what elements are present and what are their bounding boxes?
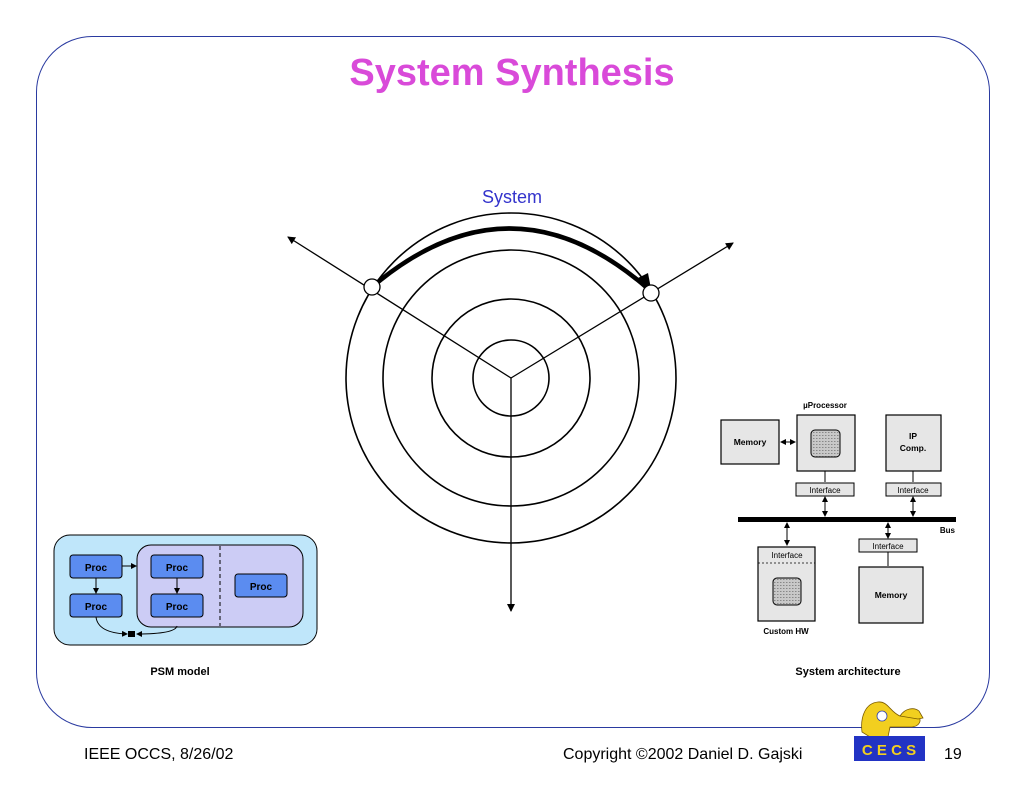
custom-hw-chip-icon <box>772 577 802 606</box>
ip-comp-label-1: IP <box>909 431 917 441</box>
memory-label-bottom: Memory <box>875 590 908 600</box>
memory-block-bottom <box>858 566 924 624</box>
memory-label-top: Memory <box>734 437 767 447</box>
mascot-body <box>861 701 921 738</box>
custom-hw-interface-label: Interface <box>771 551 803 560</box>
psm-model: Proc Proc Proc Proc Proc PSM model <box>53 534 318 678</box>
system-arc-label: System <box>482 187 542 207</box>
y-chart: System <box>287 187 734 612</box>
footer-conference: IEEE OCCS, 8/26/02 <box>84 746 234 763</box>
ip-comp-label-2: Comp. <box>900 443 926 453</box>
processor-label: µProcessor <box>803 401 847 410</box>
axis-structural <box>510 242 734 379</box>
proc-label-5: Proc <box>250 582 273 593</box>
ip-comp-block <box>885 414 942 472</box>
bus-label: Bus <box>940 526 956 535</box>
psm-arrow-5 <box>136 625 178 637</box>
system-architecture: Memory µProcessor Interface IP Comp. Int… <box>720 401 956 678</box>
psm-caption: PSM model <box>150 666 209 678</box>
processor-chip-icon <box>810 429 841 458</box>
proc-label-2: Proc <box>85 602 108 613</box>
cecs-logo: C E C S <box>854 701 925 761</box>
ip-interface-label: Interface <box>897 486 929 495</box>
axis-behavioral <box>287 236 512 379</box>
proc-label-4: Proc <box>166 602 189 613</box>
proc-label-1: Proc <box>85 563 108 574</box>
memory-block-top <box>720 419 780 465</box>
proc-box-5 <box>234 573 288 598</box>
slide-frame <box>36 36 990 728</box>
page-number: 19 <box>944 746 962 763</box>
logo-text: C E C S <box>862 742 916 759</box>
architecture-caption: System architecture <box>795 666 900 678</box>
custom-hw-label: Custom HW <box>763 627 809 636</box>
footer-copyright: Copyright ©2002 Daniel D. Gajski <box>563 746 803 763</box>
psm-terminal <box>128 631 135 637</box>
mascot-head <box>899 708 924 720</box>
slide-title: System Synthesis <box>349 52 675 94</box>
system-bus <box>738 517 956 522</box>
mascot-badge <box>876 710 888 722</box>
logo-base <box>854 736 925 761</box>
structural-node <box>642 284 660 302</box>
memory-interface-label: Interface <box>872 542 904 551</box>
behavioral-node <box>363 278 381 296</box>
synthesis-arc-arrow <box>370 226 648 289</box>
proc-label-3: Proc <box>166 563 189 574</box>
processor-interface-label: Interface <box>809 486 841 495</box>
proc-box-4 <box>150 593 204 618</box>
psm-arrow-4 <box>95 616 128 637</box>
